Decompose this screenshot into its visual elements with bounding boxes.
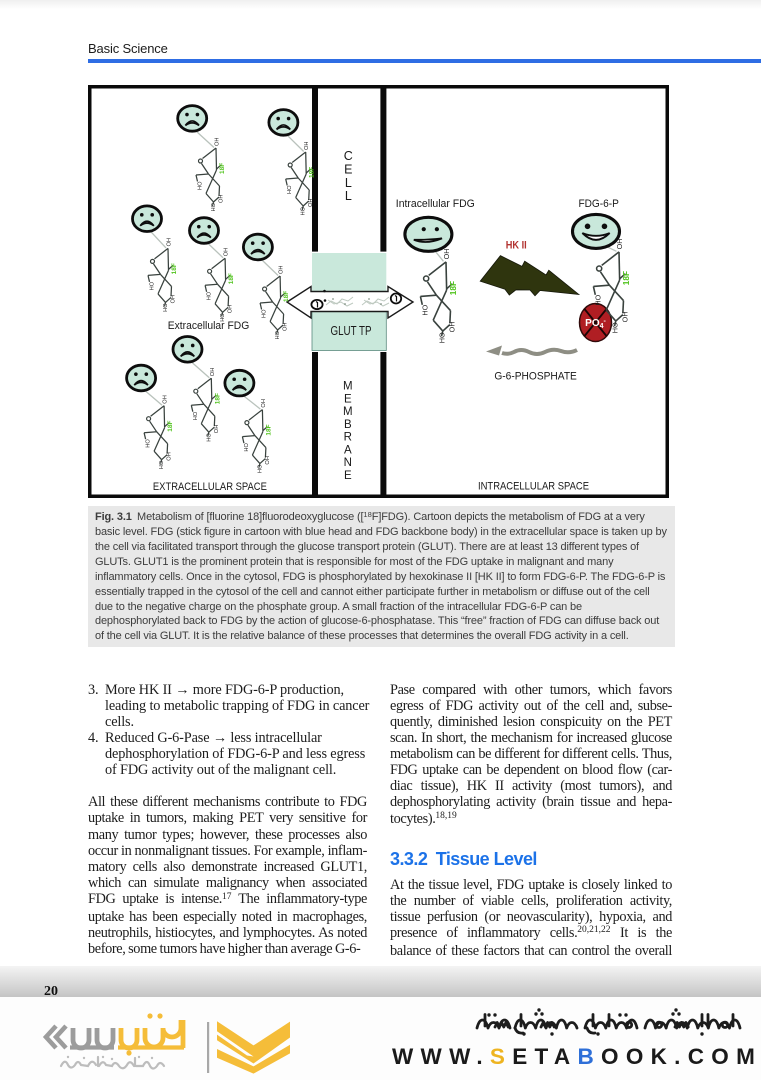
- svg-text:18F: 18F: [309, 167, 316, 178]
- svg-text:HO: HO: [159, 460, 165, 469]
- svg-text:HO: HO: [206, 433, 212, 442]
- svg-text:HO: HO: [275, 330, 281, 339]
- svg-text:R: R: [344, 432, 352, 444]
- svg-text:OH: OH: [215, 137, 221, 146]
- svg-text:18F: 18F: [448, 281, 458, 295]
- svg-text:OH: OH: [447, 321, 456, 332]
- svg-text:HO: HO: [220, 313, 226, 322]
- svg-text:M: M: [343, 406, 353, 418]
- svg-text:HO: HO: [257, 464, 263, 473]
- svg-text:OH: OH: [163, 395, 169, 404]
- svg-text:GLUT TP: GLUT TP: [331, 324, 372, 338]
- svg-text:Intracellular FDG: Intracellular FDG: [396, 198, 475, 210]
- svg-text:E: E: [344, 162, 352, 176]
- svg-text:OH: OH: [210, 368, 216, 377]
- svg-text:OH: OH: [214, 425, 220, 434]
- svg-text:18F: 18F: [283, 291, 290, 302]
- svg-text:18F: 18F: [219, 163, 226, 174]
- svg-text:OH: OH: [219, 194, 225, 203]
- svg-text:OH: OH: [228, 305, 234, 314]
- svg-text:HO: HO: [211, 202, 217, 211]
- svg-text:OH: OH: [279, 265, 285, 274]
- svg-text:OH: OH: [283, 322, 289, 331]
- svg-text:HO: HO: [438, 332, 447, 343]
- svg-text:E: E: [344, 393, 352, 405]
- svg-text:HO: HO: [146, 439, 152, 448]
- svg-text:OH: OH: [171, 295, 177, 304]
- svg-text:PO4-: PO4-: [585, 318, 606, 330]
- svg-text:OH: OH: [308, 198, 314, 207]
- svg-text:INTRACELLULAR SPACE: INTRACELLULAR SPACE: [478, 481, 589, 493]
- svg-text:18F: 18F: [228, 273, 235, 284]
- svg-text:L: L: [345, 176, 352, 190]
- svg-text:L: L: [345, 189, 352, 203]
- svg-text:E: E: [344, 470, 352, 482]
- svg-text:Extracellular FDG: Extracellular FDG: [168, 320, 250, 332]
- svg-text:HO: HO: [163, 303, 169, 312]
- svg-text:18F: 18F: [214, 393, 221, 404]
- svg-text:HO: HO: [193, 411, 199, 420]
- svg-text:OH: OH: [167, 452, 173, 461]
- svg-text:G-6-PHOSPHATE: G-6-PHOSPHATE: [494, 370, 577, 382]
- svg-text:HO: HO: [287, 185, 293, 194]
- svg-text:HO: HO: [611, 322, 620, 333]
- svg-text:HO: HO: [420, 304, 429, 315]
- svg-text:OH: OH: [304, 141, 310, 150]
- svg-text:HK II: HK II: [506, 240, 527, 252]
- svg-text:B: B: [344, 419, 352, 431]
- svg-text:HO: HO: [262, 309, 268, 318]
- svg-text:HO: HO: [207, 291, 213, 300]
- svg-text:OH: OH: [224, 248, 230, 257]
- svg-text:HO: HO: [593, 294, 602, 305]
- svg-text:A: A: [344, 444, 352, 456]
- svg-text:N: N: [344, 457, 352, 469]
- svg-text:OH: OH: [620, 311, 629, 322]
- svg-text:18F: 18F: [167, 420, 174, 431]
- svg-text:OH: OH: [261, 399, 267, 408]
- svg-text:18F: 18F: [171, 263, 178, 274]
- svg-text:OH: OH: [167, 238, 173, 247]
- svg-text:HO: HO: [301, 206, 307, 215]
- svg-text:C: C: [344, 149, 353, 163]
- svg-text:EXTRACELLULAR SPACE: EXTRACELLULAR SPACE: [153, 481, 267, 493]
- svg-text:18F: 18F: [621, 271, 631, 285]
- svg-text:HO: HO: [150, 281, 156, 290]
- svg-text:OH: OH: [265, 456, 271, 465]
- svg-text:M: M: [343, 381, 353, 393]
- svg-text:18F: 18F: [265, 424, 272, 435]
- svg-text:HO: HO: [198, 181, 204, 190]
- svg-text:FDG-6-P: FDG-6-P: [578, 198, 619, 210]
- svg-text:OH: OH: [442, 248, 451, 259]
- svg-text:OH: OH: [615, 238, 624, 249]
- svg-text:HO: HO: [244, 442, 250, 451]
